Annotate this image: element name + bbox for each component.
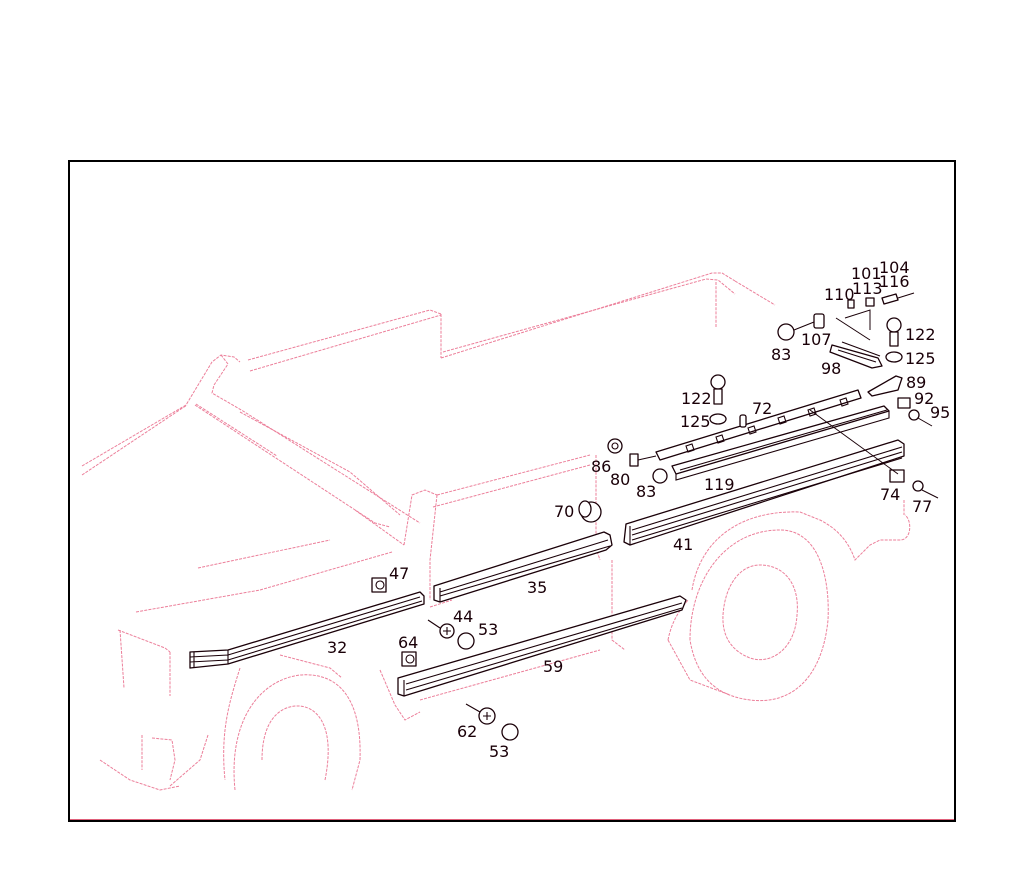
callout-53: 53 bbox=[478, 620, 498, 639]
callout-64: 64 bbox=[398, 633, 418, 652]
callout-125: 125 bbox=[905, 349, 936, 368]
part-35-door-molding bbox=[433, 531, 613, 603]
callout-83: 83 bbox=[636, 482, 656, 501]
callout-53: 53 bbox=[489, 742, 509, 761]
callout-62: 62 bbox=[457, 722, 477, 741]
callout-41: 41 bbox=[673, 535, 693, 554]
callout-95: 95 bbox=[930, 403, 950, 422]
callout-98: 98 bbox=[821, 359, 841, 378]
callout-74: 74 bbox=[880, 485, 900, 504]
callout-86: 86 bbox=[591, 457, 611, 476]
callout-104: 104 bbox=[879, 258, 910, 277]
leader-lines bbox=[637, 292, 939, 499]
callout-125: 125 bbox=[680, 412, 711, 431]
callout-116: 116 bbox=[879, 272, 910, 291]
callout-83: 83 bbox=[771, 345, 791, 364]
callout-110: 110 bbox=[824, 285, 855, 304]
callout-35: 35 bbox=[527, 578, 547, 597]
callout-92: 92 bbox=[914, 389, 934, 408]
callout-77: 77 bbox=[912, 497, 932, 516]
callout-122: 122 bbox=[681, 389, 712, 408]
vehicle-body-outline bbox=[81, 272, 911, 791]
callout-47: 47 bbox=[389, 564, 409, 583]
callout-80: 80 bbox=[610, 470, 630, 489]
diagram-frame bbox=[68, 160, 956, 822]
callout-122: 122 bbox=[905, 325, 936, 344]
fasteners bbox=[371, 293, 924, 741]
callout-107: 107 bbox=[801, 330, 832, 349]
callout-113: 113 bbox=[852, 279, 883, 298]
callout-89: 89 bbox=[906, 373, 926, 392]
part-72-mounting-rail bbox=[655, 389, 862, 461]
callout-32: 32 bbox=[327, 638, 347, 657]
part-59-rocker-molding bbox=[397, 595, 687, 697]
part-119-upper-rail-molding bbox=[671, 405, 890, 481]
callout-59: 59 bbox=[543, 657, 563, 676]
callout-101: 101 bbox=[851, 264, 882, 283]
callout-44: 44 bbox=[453, 607, 473, 626]
part-98-end-piece bbox=[829, 341, 883, 369]
callout-119: 119 bbox=[704, 475, 735, 494]
part-41-rear-door-molding bbox=[623, 439, 905, 546]
part-89-bracket bbox=[867, 375, 903, 397]
part-32-front-fender-molding bbox=[189, 591, 425, 669]
callout-72: 72 bbox=[752, 399, 772, 418]
callout-70: 70 bbox=[554, 502, 574, 521]
